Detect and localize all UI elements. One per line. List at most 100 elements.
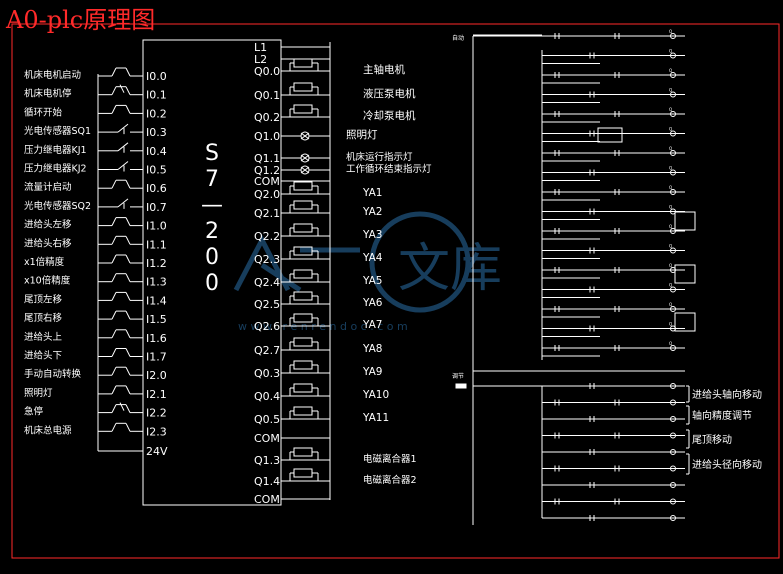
- ladder-rung: Q: [541, 224, 685, 240]
- plc-model-char: S: [205, 141, 219, 166]
- input-terminal: I2.2: [146, 407, 167, 420]
- output-label: 机床运行指示灯: [346, 151, 413, 163]
- input-terminal: I1.1: [146, 238, 167, 251]
- no-contact-left: [111, 105, 117, 114]
- output-label: YA6: [362, 297, 383, 309]
- no-contact-left: [111, 348, 117, 357]
- ladder-function-block: [674, 312, 696, 332]
- input-label: 循环开始: [24, 106, 63, 118]
- ladder-coil-tag: Q: [669, 205, 672, 210]
- output-label: 液压泵电机: [363, 87, 416, 100]
- output-label: YA9: [362, 366, 382, 378]
- output-label: YA1: [362, 187, 382, 199]
- ladder-coil: [670, 33, 676, 39]
- input-label: 尾顶左移: [24, 293, 63, 305]
- ladder-latch-block: [597, 127, 623, 143]
- plc-model-char: 7: [205, 167, 219, 192]
- output-label: 电磁离合器2: [363, 474, 417, 486]
- ladder-coil: [670, 189, 676, 195]
- output-label: YA4: [362, 252, 383, 264]
- input-terminal: I2.3: [146, 425, 167, 438]
- output-terminal: Q2.4: [254, 276, 280, 289]
- no-contact-left: [111, 292, 117, 301]
- ladder-rung: Q: [473, 29, 685, 39]
- output-terminal: Q0.2: [254, 111, 280, 124]
- output-label: 照明灯: [346, 129, 378, 141]
- output-row: L1: [254, 41, 330, 54]
- no-contact-left: [111, 254, 117, 264]
- coil-symbol: [293, 82, 313, 92]
- ladder-coil-tag: Q: [669, 88, 672, 93]
- input-terminal: I2.1: [146, 388, 167, 401]
- ladder-coil: [670, 169, 676, 176]
- ladder-bracket: 进给头轴向移动: [686, 385, 762, 403]
- input-label: 机床电机启动: [24, 69, 81, 81]
- ladder-coil-tag: Q: [669, 29, 672, 34]
- plc-model-char: 0: [205, 271, 219, 296]
- input-label: 进给头左移: [24, 219, 72, 231]
- output-terminal: Q0.3: [254, 367, 280, 380]
- ladder-coil: [670, 72, 676, 78]
- coil-symbol: [293, 200, 313, 210]
- ladder-function-block: [674, 211, 696, 231]
- input-label: 进给头右移: [24, 237, 72, 249]
- ladder-coil: [670, 306, 676, 312]
- ladder-coil: [670, 52, 676, 59]
- output-terminal: Q1.3: [254, 454, 280, 467]
- ladder-rung: [542, 498, 685, 505]
- input-terminal: I1.7: [146, 351, 167, 364]
- ladder-coil: [670, 399, 676, 406]
- lamp-cross-b: [300, 166, 310, 174]
- output-row: Q0.3 YA9: [254, 360, 382, 380]
- output-label: YA7: [362, 319, 382, 331]
- ladder-rung: [542, 465, 685, 472]
- input-label: 光电传感器SQ1: [24, 125, 91, 137]
- input-label: 光电传感器SQ2: [24, 200, 91, 212]
- no-contact-left: [111, 423, 117, 432]
- ladder-rung: Q: [541, 263, 685, 279]
- ladder-rung: Q: [541, 244, 685, 259]
- output-label: YA11: [362, 412, 389, 424]
- ladder-coil: [670, 432, 676, 439]
- output-terminal: Q0.4: [254, 390, 280, 403]
- ladder-coil: [670, 383, 676, 389]
- coil-symbol: [293, 181, 313, 191]
- output-terminal: Q2.5: [254, 298, 280, 311]
- ladder-rung: Q: [541, 49, 685, 64]
- no-contact-left: [111, 67, 117, 77]
- supply-terminal: 24V: [146, 445, 168, 458]
- coil-symbol: [293, 58, 313, 68]
- ladder-coil: [670, 416, 676, 422]
- no-contact-right: [125, 217, 131, 226]
- no-contact-right: [125, 236, 131, 245]
- coil-symbol: [293, 291, 313, 301]
- input-terminal: I0.4: [146, 145, 167, 158]
- no-contact-right: [125, 105, 131, 114]
- output-label: YA2: [362, 206, 382, 218]
- no-contact-right: [125, 254, 131, 264]
- coil-symbol: [293, 337, 313, 347]
- output-label: YA3: [362, 229, 382, 241]
- ladder-coil: [670, 228, 676, 234]
- bracket-label: 尾顶移动: [692, 433, 732, 446]
- coil-symbol: [293, 269, 313, 279]
- ladder-rung: Q: [541, 341, 685, 357]
- input-label: 尾顶右移: [24, 312, 63, 324]
- output-terminal: Q2.0: [254, 188, 280, 201]
- input-terminal: I1.0: [146, 220, 167, 233]
- input-terminal: I1.6: [146, 332, 167, 345]
- output-label: 工作循环结束指示灯: [346, 163, 432, 175]
